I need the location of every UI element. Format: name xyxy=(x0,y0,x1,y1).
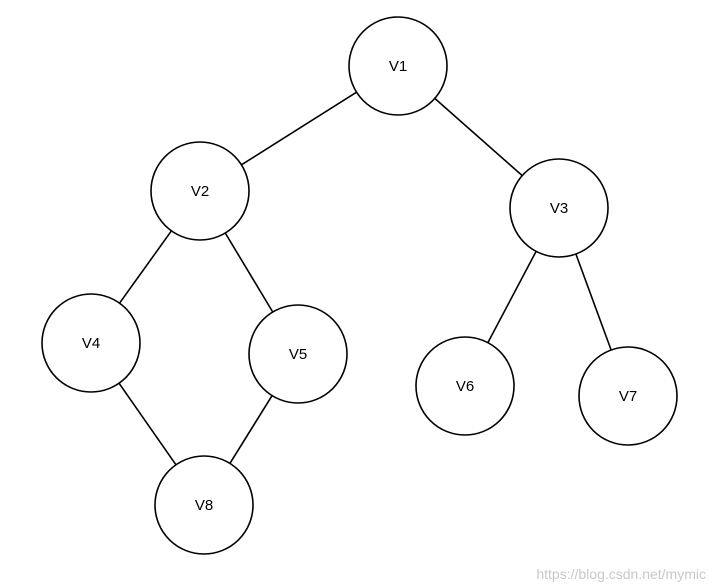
node-label: V8 xyxy=(195,497,213,514)
edge-v3-v7 xyxy=(575,253,612,351)
node-circle xyxy=(578,346,678,446)
node-v6: V6 xyxy=(415,336,515,436)
node-label: V4 xyxy=(82,335,100,352)
node-v2: V2 xyxy=(150,141,250,241)
edge-v4-v8 xyxy=(118,382,177,466)
node-v5: V5 xyxy=(248,304,348,404)
edge-v2-v5 xyxy=(224,232,274,313)
node-v4: V4 xyxy=(41,293,141,393)
edge-v3-v6 xyxy=(487,250,537,344)
node-circle xyxy=(248,304,348,404)
node-circle xyxy=(348,16,448,116)
edge-v1-v2 xyxy=(241,91,357,166)
node-label: V7 xyxy=(619,388,637,405)
node-v1: V1 xyxy=(348,16,448,116)
node-v8: V8 xyxy=(154,455,254,555)
node-label: V3 xyxy=(550,200,568,217)
node-circle xyxy=(415,336,515,436)
node-circle xyxy=(509,158,609,258)
node-v3: V3 xyxy=(509,158,609,258)
node-label: V6 xyxy=(456,378,474,395)
edge-v2-v4 xyxy=(118,230,173,304)
node-label: V2 xyxy=(191,183,209,200)
edge-v5-v8 xyxy=(229,395,273,464)
node-label: V5 xyxy=(289,346,307,363)
node-circle xyxy=(150,141,250,241)
node-v7: V7 xyxy=(578,346,678,446)
watermark-text: https://blog.csdn.net/mymic xyxy=(536,566,706,582)
edge-v1-v3 xyxy=(434,97,523,177)
node-label: V1 xyxy=(389,58,407,75)
node-circle xyxy=(41,293,141,393)
edges-layer xyxy=(118,91,612,466)
node-circle xyxy=(154,455,254,555)
